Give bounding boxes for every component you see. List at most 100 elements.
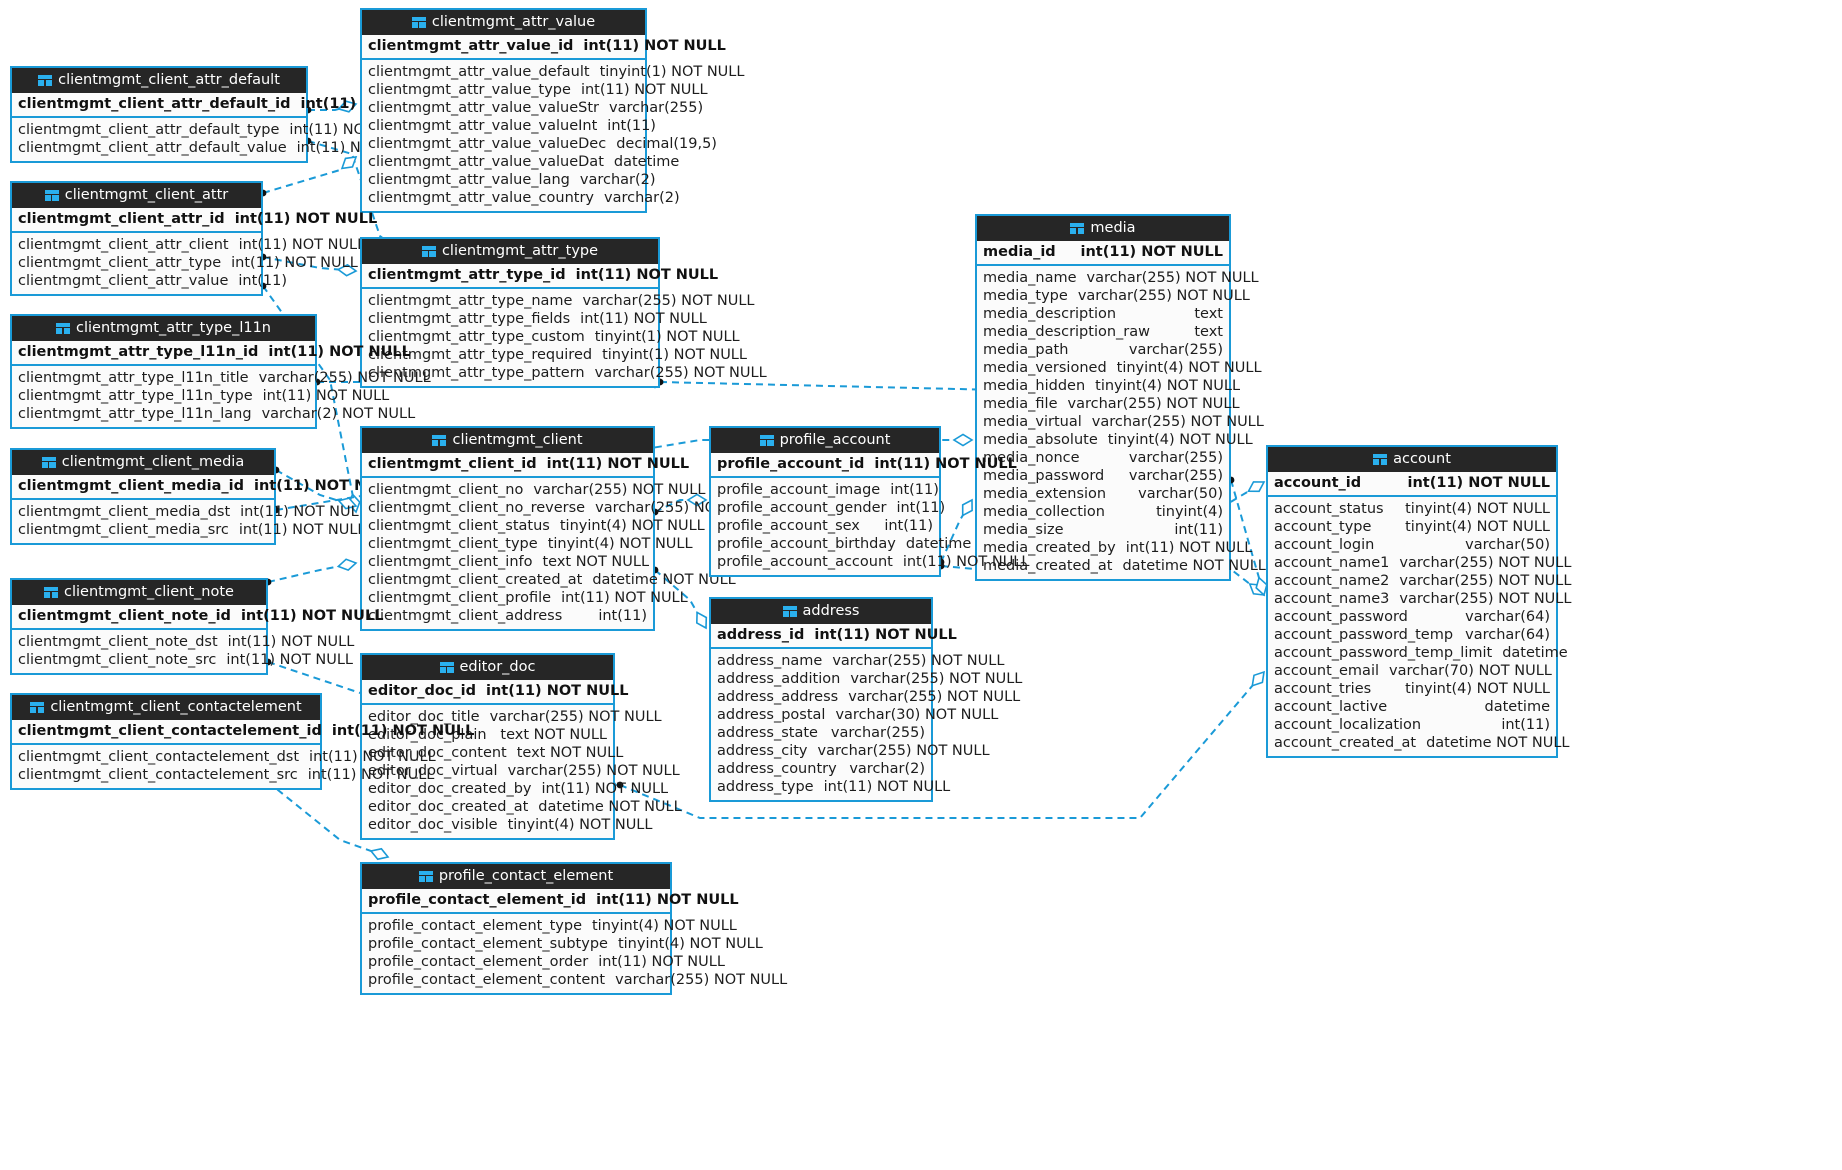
- table-header-clientmgmt_client[interactable]: clientmgmt_client: [362, 428, 653, 453]
- table-header-profile_contact_element[interactable]: profile_contact_element: [362, 864, 670, 889]
- table-header-clientmgmt_attr_type_l11n[interactable]: clientmgmt_attr_type_l11n: [12, 316, 315, 341]
- table-header-profile_account[interactable]: profile_account: [711, 428, 939, 453]
- table-header-editor_doc[interactable]: editor_doc: [362, 655, 613, 680]
- table-clientmgmt_client_media[interactable]: clientmgmt_client_media clientmgmt_client…: [10, 448, 396, 545]
- table-header-clientmgmt_client_media[interactable]: clientmgmt_client_media: [12, 450, 274, 475]
- table-header-clientmgmt_client_attr[interactable]: clientmgmt_client_attr: [12, 183, 261, 208]
- table-header-clientmgmt_client_contactelement[interactable]: clientmgmt_client_contactelement: [12, 695, 320, 720]
- table-header-address[interactable]: address: [711, 599, 931, 624]
- table-header-clientmgmt_client_note[interactable]: clientmgmt_client_note: [12, 580, 266, 605]
